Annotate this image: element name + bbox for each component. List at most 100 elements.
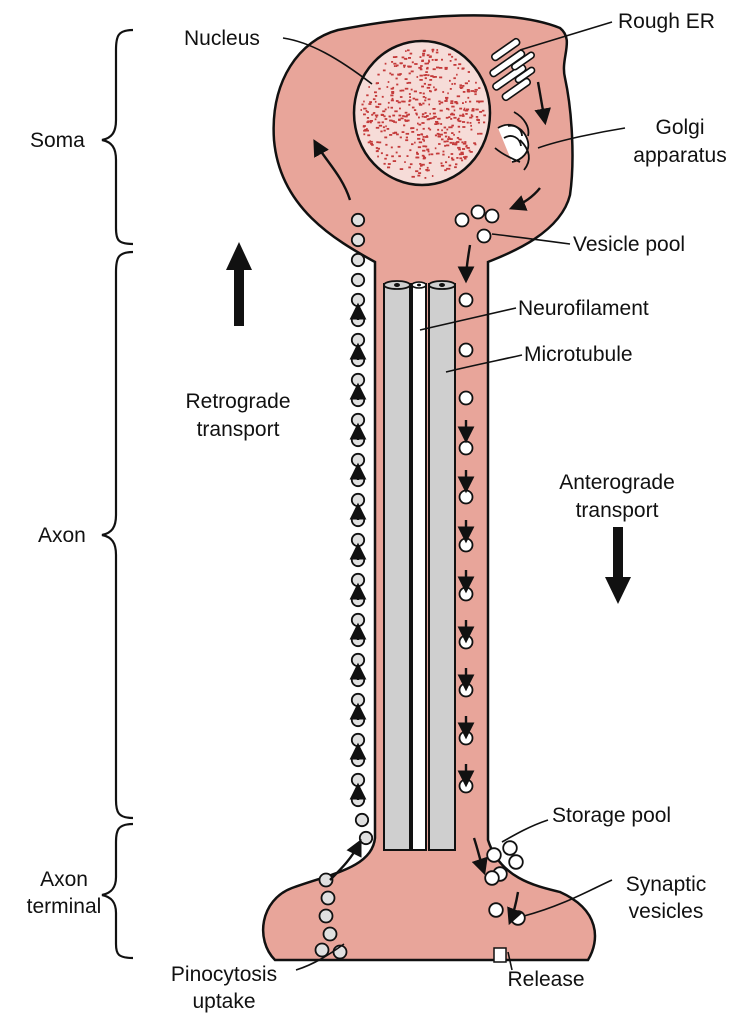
- chromatin-dot: [437, 129, 439, 131]
- chromatin-dot: [479, 133, 482, 135]
- chromatin-dot: [375, 106, 377, 108]
- chromatin-dot: [432, 51, 434, 53]
- chromatin-dot: [458, 149, 461, 151]
- chromatin-dot: [436, 67, 439, 69]
- chromatin-dot: [448, 136, 450, 138]
- chromatin-dot: [422, 150, 425, 152]
- chromatin-dot: [407, 49, 410, 51]
- chromatin-dot: [453, 134, 455, 136]
- chromatin-dot: [464, 158, 467, 160]
- chromatin-dot: [425, 71, 428, 73]
- chromatin-dot: [407, 66, 410, 68]
- chromatin-dot: [450, 88, 452, 90]
- chromatin-dot: [363, 126, 365, 128]
- chromatin-dot: [416, 129, 418, 131]
- chromatin-dot: [433, 68, 436, 70]
- chromatin-dot: [441, 165, 444, 167]
- chromatin-dot: [387, 86, 389, 88]
- chromatin-dot: [423, 136, 425, 138]
- arrow-down-icon: [605, 527, 631, 604]
- chromatin-dot: [462, 126, 465, 128]
- chromatin-dot: [381, 114, 384, 116]
- chromatin-dot: [388, 81, 390, 83]
- chromatin-dot: [376, 83, 378, 85]
- chromatin-dot: [446, 145, 449, 147]
- chromatin-dot: [461, 153, 464, 155]
- chromatin-dot: [388, 163, 391, 165]
- chromatin-dot: [411, 71, 414, 73]
- chromatin-dot: [427, 87, 430, 89]
- chromatin-dot: [370, 143, 373, 145]
- chromatin-dot: [393, 121, 395, 123]
- golgi-label-line1: Golgi: [655, 116, 704, 139]
- chromatin-dot: [428, 60, 430, 62]
- chromatin-dot: [457, 67, 459, 69]
- chromatin-dot: [391, 155, 394, 157]
- chromatin-dot: [380, 131, 382, 133]
- release-site: [494, 948, 506, 962]
- chromatin-dot: [475, 82, 477, 84]
- chromatin-dot: [423, 50, 426, 52]
- axon-terminal-label-line1: Axon: [40, 868, 88, 891]
- chromatin-dot: [428, 151, 430, 153]
- chromatin-dot: [464, 141, 466, 143]
- chromatin-dot: [435, 147, 437, 149]
- chromatin-dot: [432, 175, 434, 177]
- chromatin-dot: [440, 123, 442, 125]
- anterograde-vesicle: [460, 392, 473, 405]
- chromatin-dot: [461, 160, 463, 162]
- retrograde-vesicle: [352, 614, 364, 626]
- chromatin-dot: [448, 54, 451, 56]
- chromatin-dot: [415, 99, 418, 101]
- arrow-up-icon: [226, 242, 252, 326]
- vesicle-pool-vesicle: [456, 214, 469, 227]
- chromatin-dot: [459, 115, 462, 117]
- chromatin-dot: [462, 148, 465, 150]
- chromatin-dot: [467, 147, 470, 149]
- chromatin-dot: [442, 91, 444, 93]
- axon-brace: [102, 252, 133, 818]
- chromatin-dot: [426, 115, 429, 117]
- chromatin-dot: [363, 108, 366, 110]
- chromatin-dot: [451, 83, 453, 85]
- chromatin-dot: [438, 101, 440, 103]
- chromatin-dot: [384, 130, 386, 132]
- chromatin-dot: [438, 136, 441, 138]
- chromatin-dot: [388, 107, 390, 109]
- chromatin-dot: [445, 136, 447, 138]
- chromatin-dot: [478, 122, 480, 124]
- chromatin-dot: [423, 156, 425, 158]
- chromatin-dot: [385, 144, 387, 146]
- chromatin-dot: [404, 116, 407, 118]
- chromatin-dot: [427, 167, 429, 169]
- retrograde-vesicle: [356, 814, 368, 826]
- chromatin-dot: [418, 117, 420, 119]
- chromatin-dot: [479, 111, 482, 113]
- chromatin-dot: [440, 110, 443, 112]
- chromatin-dot: [430, 55, 432, 57]
- chromatin-dot: [378, 103, 381, 105]
- chromatin-dot: [402, 115, 404, 117]
- chromatin-dot: [376, 127, 379, 129]
- chromatin-dot: [470, 122, 472, 124]
- chromatin-dot: [435, 135, 437, 137]
- chromatin-dot: [451, 132, 453, 134]
- chromatin-dot: [421, 133, 423, 135]
- chromatin-dot: [383, 115, 385, 117]
- chromatin-dot: [464, 108, 466, 110]
- chromatin-dot: [470, 125, 472, 127]
- chromatin-dot: [376, 147, 378, 149]
- chromatin-dot: [401, 101, 404, 103]
- chromatin-dot: [436, 123, 439, 125]
- chromatin-dot: [376, 141, 378, 143]
- chromatin-dot: [404, 58, 407, 60]
- chromatin-dot: [471, 129, 473, 131]
- chromatin-dot: [363, 133, 365, 135]
- chromatin-dot: [377, 74, 379, 76]
- chromatin-dot: [438, 143, 441, 145]
- chromatin-dot: [428, 98, 431, 100]
- chromatin-dot: [393, 160, 396, 162]
- chromatin-dot: [427, 149, 429, 151]
- chromatin-dot: [458, 118, 460, 120]
